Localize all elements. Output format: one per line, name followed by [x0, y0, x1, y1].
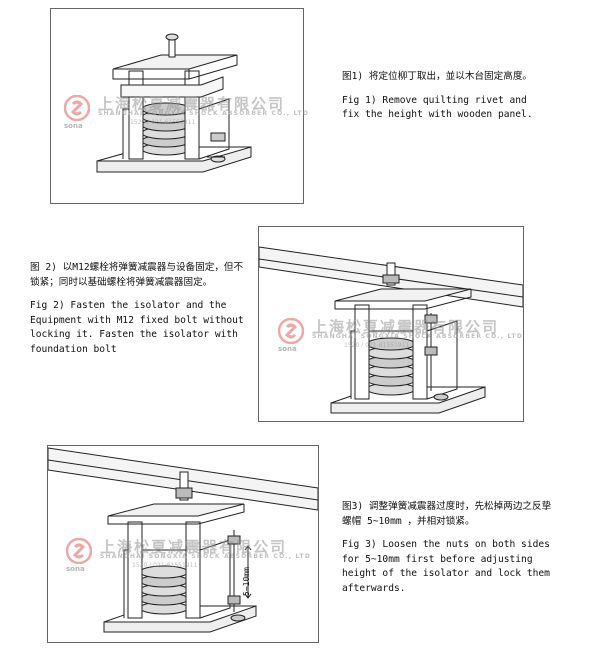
fig3-caption-cn: 图3) 调整弹簧减震器过度时，先松掉两边之反挚螺帽 5~10mm ，并相对锁紧。	[342, 501, 552, 527]
isolator-fig2-drawing	[259, 246, 523, 414]
fig3-caption-en: Fig 3) Loosen the nuts on both sides for…	[342, 539, 550, 594]
figure-3-panel: 5~10mm	[47, 445, 319, 643]
watermark-brand: sona	[278, 345, 297, 353]
watermark-company-en: SHANGHAI SONGXIA SHOCK ABSORBER CO., LTD	[100, 553, 312, 560]
watermark-company-cn: 上海松夏减震器有限公司	[100, 538, 288, 556]
watermark-brand: sona	[64, 122, 83, 130]
watermark-company-cn: 上海松夏减震器有限公司	[312, 318, 500, 336]
company-logo	[64, 95, 90, 121]
company-logo	[66, 538, 92, 564]
figure-2-panel	[258, 226, 524, 422]
watermark-phone: 1520 / 021-61551911	[132, 562, 198, 569]
isolator-fig3-drawing	[48, 447, 318, 633]
watermark-phone: 1520 / 021-61551911	[344, 342, 410, 349]
fig2-caption: 图 2) 以M12螺栓将弹簧减震器与设备固定，但不锁紧；同时以基础螺栓将弹簧减震…	[30, 261, 244, 367]
isolator-fig1-drawing	[96, 33, 252, 173]
watermark-brand: sona	[66, 565, 85, 573]
fig1-caption: 图1) 将定位柳丁取出，並以木台固定高度。 Fig 1) Remove quil…	[342, 70, 547, 132]
dimension-label: 5~10mm	[242, 567, 251, 596]
company-logo	[278, 318, 304, 344]
watermark-phone: 1520 / 021-61551911	[130, 119, 196, 126]
watermark-company-en: SHANGHAI SONGXIA SHOCK ABSORBER CO., LTD	[98, 110, 310, 117]
fig1-caption-cn: 图1) 将定位柳丁取出，並以木台固定高度。	[342, 71, 533, 82]
fig3-caption: 图3) 调整弹簧减震器过度时，先松掉两边之反挚螺帽 5~10mm ，并相对锁紧。…	[342, 500, 552, 606]
fig2-caption-cn: 图 2) 以M12螺栓将弹簧减震器与设备固定，但不锁紧；同时以基础螺栓将弹簧减震…	[30, 262, 244, 288]
fig2-caption-en: Fig 2) Fasten the isolator and the Equip…	[30, 300, 244, 355]
figure-1-panel	[50, 8, 304, 204]
watermark-company-en: SHANGHAI SONGXIA SHOCK ABSORBER CO., LTD	[312, 333, 524, 340]
fig1-caption-en: Fig 1) Remove quilting rivet and fix the…	[342, 94, 533, 121]
watermark-company-cn: 上海松夏减震器有限公司	[98, 95, 286, 113]
